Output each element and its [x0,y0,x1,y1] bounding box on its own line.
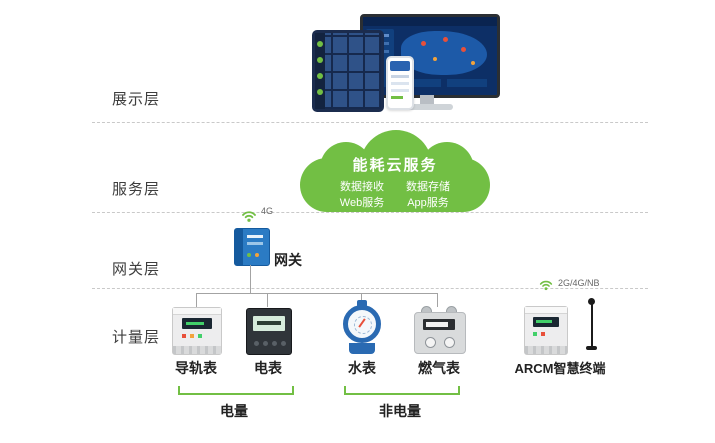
layer-label-metering: 计量层 [112,329,161,346]
layer-separator [92,288,648,289]
connector-drop [196,293,197,307]
connector-drop [361,293,362,305]
layer-label-service: 服务层 [112,181,161,198]
meter-label-rail: 导轨表 [175,360,217,376]
water-meter [340,300,384,354]
energy-meter [246,308,292,355]
gateway-network-label: 4G [261,206,274,216]
tablet-app-dot [317,41,323,47]
terminal-strip [525,346,567,354]
map-dot [471,61,475,65]
display-digits [426,322,448,327]
antenna [586,298,598,354]
dashboard-topbar [363,17,497,26]
cloud-item-web-service: Web服务 [339,197,385,209]
terminal-label: ARCM智慧终端 [514,361,606,376]
cloud-item-app-service: App服务 [407,197,449,209]
layer-separator [92,122,648,123]
connector-drop [437,293,438,307]
water-meter-cap [357,300,367,307]
gateway-label: 网关 [274,252,302,268]
monitor-stand-neck [420,95,434,104]
indicator-dot [190,334,194,338]
gateway-line [247,242,263,245]
display-digits [257,321,281,325]
meter-label-water: 水表 [348,360,376,376]
cloud-item-data-store: 数据存储 [406,181,450,193]
map-dot [433,57,437,61]
display-digits [186,322,204,325]
meter-lcd [253,316,285,331]
meter-button [281,341,286,346]
gas-dial [425,337,436,348]
meter-top-strip [525,307,567,314]
gateway-line [247,235,263,238]
dashboard-chart [401,79,441,87]
meter-button [263,341,268,346]
map-dot [461,47,466,52]
dashboard-chart [447,79,487,87]
water-meter-body [349,343,375,354]
terminal-network-label: 2G/4G/NB [558,278,600,288]
meter-label-gas: 燃气表 [418,360,460,376]
layer-label-gateway: 网关层 [112,261,161,278]
gas-meter [414,306,466,354]
tablet-screen [312,30,384,112]
tablet-app-dot [317,73,323,79]
meter-display [182,318,212,329]
gas-dial [444,337,455,348]
indicator-dot [182,334,186,338]
gas-meter-body [414,312,466,354]
monitor-stand-base [401,104,453,110]
din-rail-meter [172,307,222,355]
layer-label-display: 展示层 [112,91,161,108]
wifi-icon [539,280,553,291]
water-meter-dial [343,305,381,343]
gateway-device [234,228,270,266]
terminal-strip [173,346,221,354]
indicator-dot [541,332,545,336]
antenna-stem [590,304,593,346]
arcm-terminal-device [524,306,568,355]
tablet-app-dot [317,89,323,95]
meter-label-elec: 电表 [254,360,282,376]
meter-top-strip [173,308,221,315]
indicator-dot [533,332,537,336]
wifi-icon [242,211,256,222]
cloud-title: 能耗云服务 [352,157,438,174]
display-digits [536,320,552,323]
cloud-base [300,158,490,212]
group-label-non-electric: 非电量 [379,403,421,419]
antenna-base [586,346,597,350]
meter-button [254,341,259,346]
bracket-electric [178,386,294,395]
gateway-led [255,253,259,257]
cloud-service: 能耗云服务 数据接收 数据存储 Web服务 App服务 [300,130,490,214]
cloud-item-data-receive: 数据接收 [340,181,384,193]
meter-button [272,341,277,346]
connector-bus [196,293,438,294]
indicator-dot [198,334,202,338]
antenna-tip [588,298,595,305]
phone-header [390,61,410,71]
meter-display [533,317,559,327]
gateway-side [235,229,243,265]
gateway-led [247,253,251,257]
phone-line [391,89,409,92]
phone-line [391,75,409,78]
gas-counter [423,319,455,330]
phone-line [391,82,409,85]
connector-gateway-down [250,265,251,293]
phone [386,56,414,110]
dial-marks [354,316,372,334]
tablet-app-dot [317,57,323,63]
phone-line [391,96,403,99]
map-dot [421,41,426,46]
bracket-non-electric [344,386,460,395]
connector-drop [267,293,268,307]
map-dot [443,37,448,42]
layer-separator [92,212,648,213]
tablet-sidebar [315,33,325,109]
group-label-electric: 电量 [220,403,248,419]
